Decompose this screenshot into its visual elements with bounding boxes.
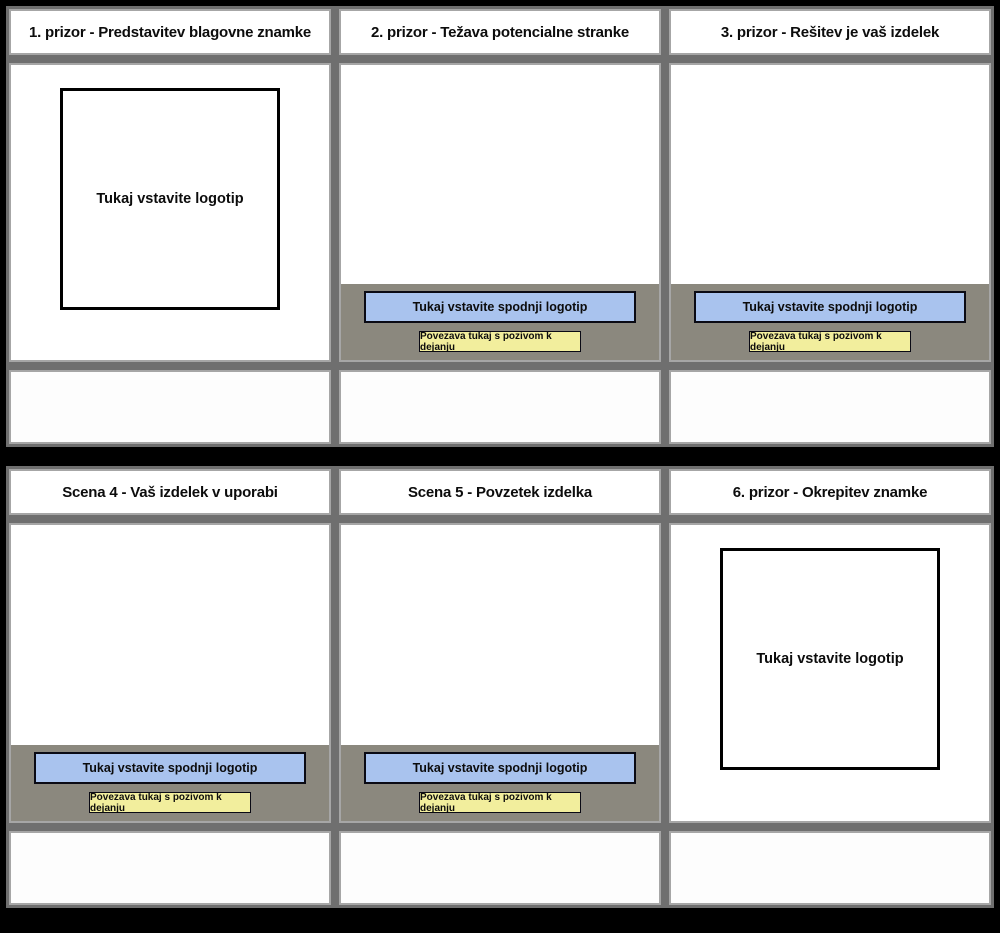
scene-2-notes[interactable] [339, 370, 661, 444]
scene-4-canvas[interactable]: Tukaj vstavite spodnji logotip Povezava … [9, 523, 331, 823]
logo-placeholder[interactable]: Tukaj vstavite logotip [720, 548, 940, 770]
cta-link-placeholder-button[interactable]: Povezava tukaj s pozivom k dejanju [749, 331, 911, 353]
logo-placeholder-label: Tukaj vstavite logotip [96, 191, 244, 207]
scene-4-notes[interactable] [9, 831, 331, 905]
scene-title-text: 2. prizor - Težava potencialne stranke [370, 23, 630, 41]
scene-3-title: 3. prizor - Rešitev je vaš izdelek [669, 9, 991, 55]
storyboard-row-1: 1. prizor - Predstavitev blagovne znamke… [6, 6, 994, 447]
lower-logo-placeholder-button[interactable]: Tukaj vstavite spodnji logotip [364, 291, 636, 323]
lower-third-strip: Tukaj vstavite spodnji logotip Povezava … [341, 284, 659, 360]
cta-link-placeholder-button[interactable]: Povezava tukaj s pozivom k dejanju [419, 331, 581, 353]
scene-1-canvas[interactable]: Tukaj vstavite logotip [9, 63, 331, 362]
lower-logo-placeholder-button[interactable]: Tukaj vstavite spodnji logotip [34, 752, 306, 784]
lower-third-strip: Tukaj vstavite spodnji logotip Povezava … [671, 284, 989, 360]
lower-third-strip: Tukaj vstavite spodnji logotip Povezava … [11, 745, 329, 821]
scene-6-notes[interactable] [669, 831, 991, 905]
scene-title-text: Scena 5 - Povzetek izdelka [407, 483, 593, 501]
storyboard-row-2: Scena 4 - Vaš izdelek v uporabi Scena 5 … [6, 466, 994, 908]
scene-2-title: 2. prizor - Težava potencialne stranke [339, 9, 661, 55]
scene-5-title: Scena 5 - Povzetek izdelka [339, 469, 661, 515]
lower-third-strip: Tukaj vstavite spodnji logotip Povezava … [341, 745, 659, 821]
scene-6-title: 6. prizor - Okrepitev znamke [669, 469, 991, 515]
scene-1-title: 1. prizor - Predstavitev blagovne znamke [9, 9, 331, 55]
cta-link-placeholder-button[interactable]: Povezava tukaj s pozivom k dejanju [89, 792, 251, 814]
scene-title-text: 1. prizor - Predstavitev blagovne znamke [28, 23, 312, 41]
lower-logo-placeholder-button[interactable]: Tukaj vstavite spodnji logotip [364, 752, 636, 784]
scene-1-notes[interactable] [9, 370, 331, 444]
scene-3-notes[interactable] [669, 370, 991, 444]
scene-title-text: 3. prizor - Rešitev je vaš izdelek [720, 23, 940, 41]
cta-link-placeholder-button[interactable]: Povezava tukaj s pozivom k dejanju [419, 792, 581, 814]
logo-placeholder-label: Tukaj vstavite logotip [756, 651, 904, 667]
scene-title-text: 6. prizor - Okrepitev znamke [732, 483, 928, 501]
scene-4-title: Scena 4 - Vaš izdelek v uporabi [9, 469, 331, 515]
scene-2-canvas[interactable]: Tukaj vstavite spodnji logotip Povezava … [339, 63, 661, 362]
scene-5-canvas[interactable]: Tukaj vstavite spodnji logotip Povezava … [339, 523, 661, 823]
scene-title-text: Scena 4 - Vaš izdelek v uporabi [62, 483, 278, 501]
scene-3-canvas[interactable]: Tukaj vstavite spodnji logotip Povezava … [669, 63, 991, 362]
scene-5-notes[interactable] [339, 831, 661, 905]
logo-placeholder[interactable]: Tukaj vstavite logotip [60, 88, 280, 310]
lower-logo-placeholder-button[interactable]: Tukaj vstavite spodnji logotip [694, 291, 966, 323]
scene-6-canvas[interactable]: Tukaj vstavite logotip [669, 523, 991, 823]
